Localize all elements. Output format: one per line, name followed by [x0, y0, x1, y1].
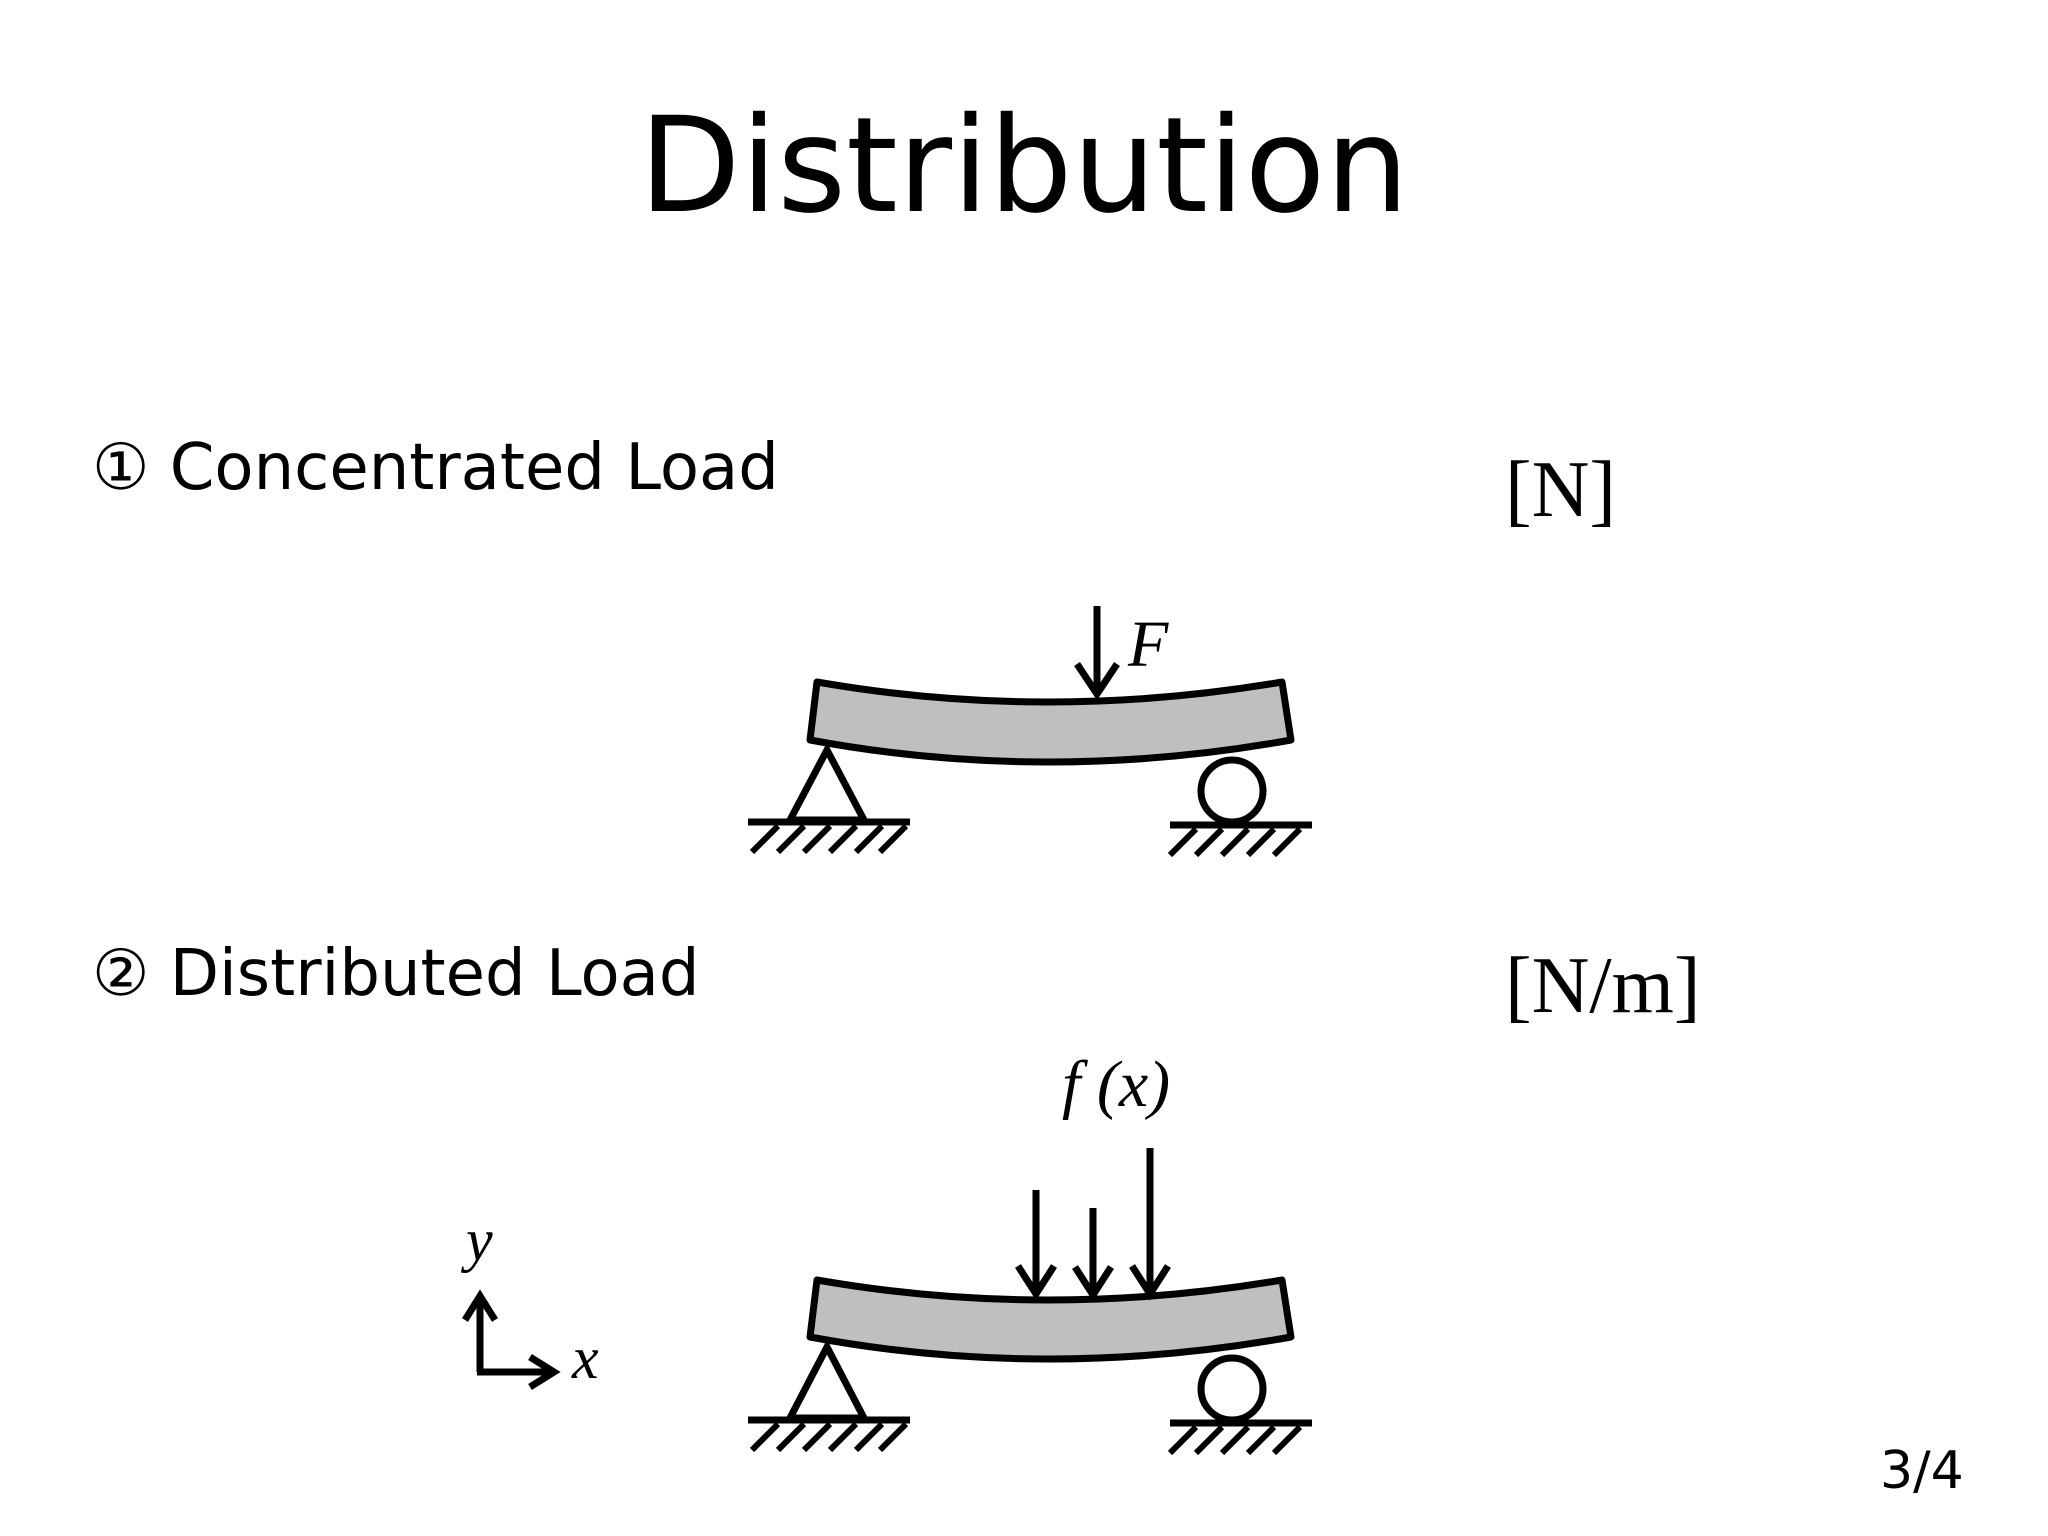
load-arrow-f [1074, 606, 1120, 701]
page-number: 3/4 [1880, 1441, 1964, 1501]
distributed-load-diagram: f (x) [460, 1048, 1312, 1456]
load-arrow-3 [1129, 1148, 1171, 1301]
load-arrow-1 [1015, 1190, 1057, 1301]
roller-support-2 [1167, 1354, 1312, 1456]
y-axis-label: y [460, 1207, 493, 1273]
pin-support-1 [748, 742, 910, 855]
concentrated-load-unit: [N] [1505, 446, 1617, 534]
slide-title: Distribution [638, 89, 1410, 243]
distributed-load-label: Distributed Load [169, 937, 700, 1011]
item-marker-2: ② [92, 937, 150, 1011]
concentrated-load-heading: ① Concentrated Load [92, 436, 779, 500]
pin-support-2 [748, 1339, 910, 1453]
x-axis-label: x [571, 1325, 599, 1391]
distributed-load-heading: ② Distributed Load [92, 942, 699, 1006]
distributed-load-unit: [N/m] [1505, 942, 1701, 1030]
roller-support-1 [1167, 756, 1312, 858]
coordinate-axes: y x [460, 1207, 599, 1391]
beam-1 [806, 678, 1295, 766]
item-marker-1: ① [92, 431, 150, 505]
concentrated-load-diagram: F [748, 606, 1312, 858]
load-symbol-f: F [1127, 608, 1169, 681]
concentrated-load-label: Concentrated Load [169, 431, 779, 505]
load-symbol-fx: f (x) [1062, 1048, 1170, 1121]
distributed-load-arrows [1015, 1148, 1171, 1302]
beam-2 [806, 1276, 1295, 1363]
load-arrow-2 [1072, 1208, 1114, 1302]
